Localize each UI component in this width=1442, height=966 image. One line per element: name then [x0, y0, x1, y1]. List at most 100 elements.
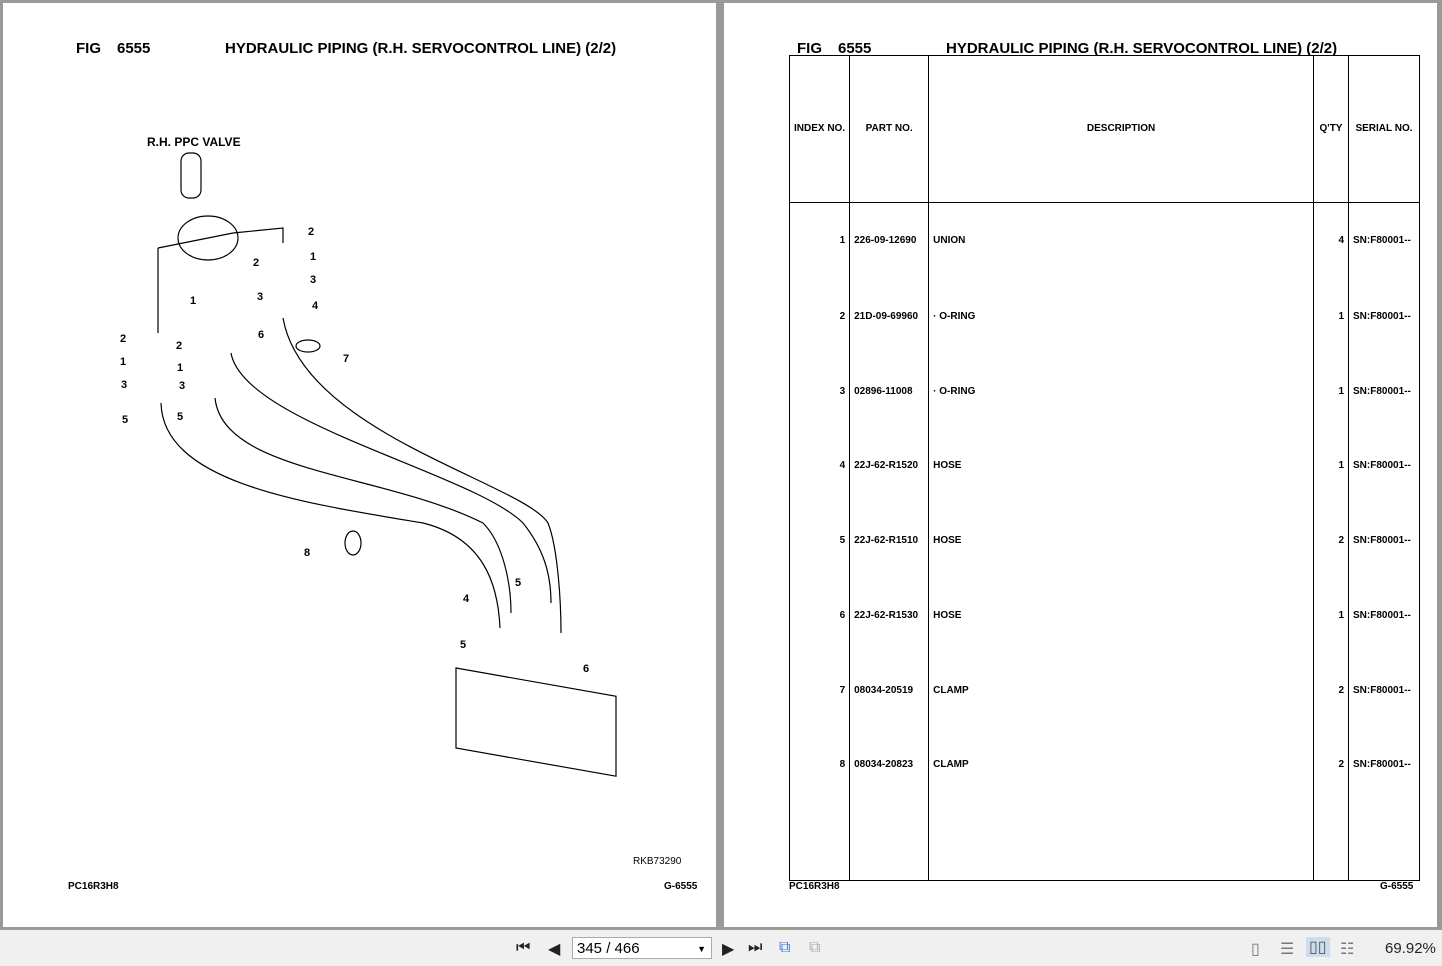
- row-part-no: 02896-11008: [849, 354, 930, 430]
- row-description: · O-RING: [928, 280, 1314, 355]
- page-title: HYDRAULIC PIPING (R.H. SERVOCONTROL LINE…: [946, 40, 1338, 57]
- row-qty: 1: [1313, 354, 1349, 430]
- row-serial: SN:F80001--: [1348, 728, 1420, 803]
- row-part-no: 21D-09-69960: [849, 280, 930, 355]
- callout-number: 6: [583, 663, 589, 675]
- col-part-no: PART NO.: [849, 55, 930, 203]
- single-page-view-icon[interactable]: ▯: [1251, 941, 1260, 958]
- row-qty: 2: [1313, 653, 1349, 729]
- callouts: 2 1 3 4 2 1 3 6 7 2 1 3 5 2 1 3 5 8 4 5 …: [120, 226, 589, 675]
- row-description: UNION: [928, 202, 1314, 281]
- row-qty: 2: [1313, 728, 1349, 803]
- row-serial: SN:F80001--: [1348, 354, 1420, 430]
- left-page: FIG 6555 HYDRAULIC PIPING (R.H. SERVOCON…: [3, 3, 716, 927]
- row-serial: SN:F80001--: [1348, 578, 1420, 654]
- row-index: 8: [788, 728, 851, 803]
- right-page: FIG 6555 HYDRAULIC PIPING (R.H. SERVOCON…: [724, 3, 1437, 927]
- row-description: CLAMP: [928, 653, 1314, 729]
- parts-diagram: 2 1 3 4 2 1 3 6 7 2 1 3 5 2 1 3 5 8 4 5 …: [120, 152, 617, 777]
- parts-table: INDEX NO. PART NO. DESCRIPTION Q'TY SERI…: [788, 55, 1420, 882]
- callout-number: 2: [253, 257, 259, 269]
- model-code: PC16R3H8: [68, 881, 119, 892]
- row-serial: SN:F80001--: [1348, 202, 1420, 281]
- callout-number: 7: [343, 353, 349, 365]
- callout-number: 2: [308, 226, 314, 238]
- page-value: 345 / 466: [577, 940, 640, 957]
- callout-number: 3: [179, 380, 185, 392]
- callout-number: 3: [310, 274, 316, 286]
- row-serial: SN:F80001--: [1348, 504, 1420, 579]
- ppc-valve-body: [177, 215, 239, 261]
- previous-view-icon[interactable]: ⧉: [779, 939, 791, 956]
- facing-view-icon[interactable]: ▯▯: [1306, 937, 1330, 957]
- row-description: HOSE: [928, 504, 1314, 579]
- first-page-icon[interactable]: ⏮: [516, 939, 531, 956]
- fig-label: FIG: [797, 40, 822, 57]
- row-serial: SN:F80001--: [1348, 280, 1420, 355]
- callout-number: 5: [460, 639, 466, 651]
- callout-number: 1: [177, 362, 183, 374]
- col-index: INDEX NO.: [788, 55, 851, 203]
- callout-number: 1: [120, 356, 126, 368]
- callout-number: 5: [122, 414, 128, 426]
- col-serial: SERIAL NO.: [1348, 55, 1420, 203]
- callout-number: 3: [257, 291, 263, 303]
- lever-grip: [180, 152, 202, 199]
- callout-number: 4: [463, 593, 470, 605]
- page-selector[interactable]: 345 / 466 ▼: [572, 937, 712, 959]
- row-part-no: 22J-62-R1530: [849, 578, 930, 654]
- row-part-no: 226-09-12690: [849, 202, 930, 281]
- callout-number: 4: [312, 300, 319, 312]
- last-page-icon[interactable]: ⏭: [748, 939, 763, 956]
- row-index: 3: [788, 354, 851, 430]
- callout-number: 5: [177, 411, 183, 423]
- zoom-level[interactable]: 69.92%: [1385, 940, 1436, 957]
- row-serial: SN:F80001--: [1348, 653, 1420, 729]
- row-description: HOSE: [928, 578, 1314, 654]
- clamp-8: [344, 530, 362, 556]
- chevron-down-icon: ▼: [697, 944, 706, 954]
- page-title: HYDRAULIC PIPING (R.H. SERVOCONTROL LINE…: [225, 40, 617, 57]
- col-description: DESCRIPTION: [928, 55, 1314, 203]
- next-page-icon[interactable]: ▶: [722, 941, 735, 958]
- valve-label: R.H. PPC VALVE: [147, 135, 241, 149]
- callout-number: 1: [310, 251, 316, 263]
- row-description: CLAMP: [928, 728, 1314, 803]
- row-index: 4: [788, 429, 851, 505]
- previous-page-icon[interactable]: ◀: [548, 941, 561, 958]
- row-description: HOSE: [928, 429, 1314, 505]
- row-index: 1: [788, 202, 851, 281]
- continuous-facing-view-icon[interactable]: ☷: [1340, 941, 1355, 958]
- callout-number: 3: [121, 379, 127, 391]
- continuous-view-icon[interactable]: ☰: [1280, 941, 1295, 958]
- callout-number: 2: [120, 333, 126, 345]
- callout-number: 6: [258, 329, 264, 341]
- fig-number: 6555: [838, 40, 872, 57]
- fig-number: 6555: [117, 40, 151, 57]
- row-qty: 1: [1313, 280, 1349, 355]
- bottom-toolbar: [0, 930, 1442, 966]
- callout-number: 5: [515, 577, 521, 589]
- row-qty: 4: [1313, 202, 1349, 281]
- row-qty: 1: [1313, 578, 1349, 654]
- drawing-number: RKB73290: [633, 856, 682, 867]
- page-code: G-6555: [1380, 881, 1414, 892]
- row-index: 6: [788, 578, 851, 654]
- model-code: PC16R3H8: [789, 881, 840, 892]
- callout-number: 8: [304, 547, 310, 559]
- row-index: 7: [788, 653, 851, 729]
- row-part-no: 08034-20519: [849, 653, 930, 729]
- col-qty: Q'TY: [1313, 55, 1349, 203]
- next-view-icon: ⧉: [809, 939, 821, 956]
- control-valve: [455, 667, 617, 777]
- row-qty: 1: [1313, 429, 1349, 505]
- row-index: 5: [788, 504, 851, 579]
- row-index: 2: [788, 280, 851, 355]
